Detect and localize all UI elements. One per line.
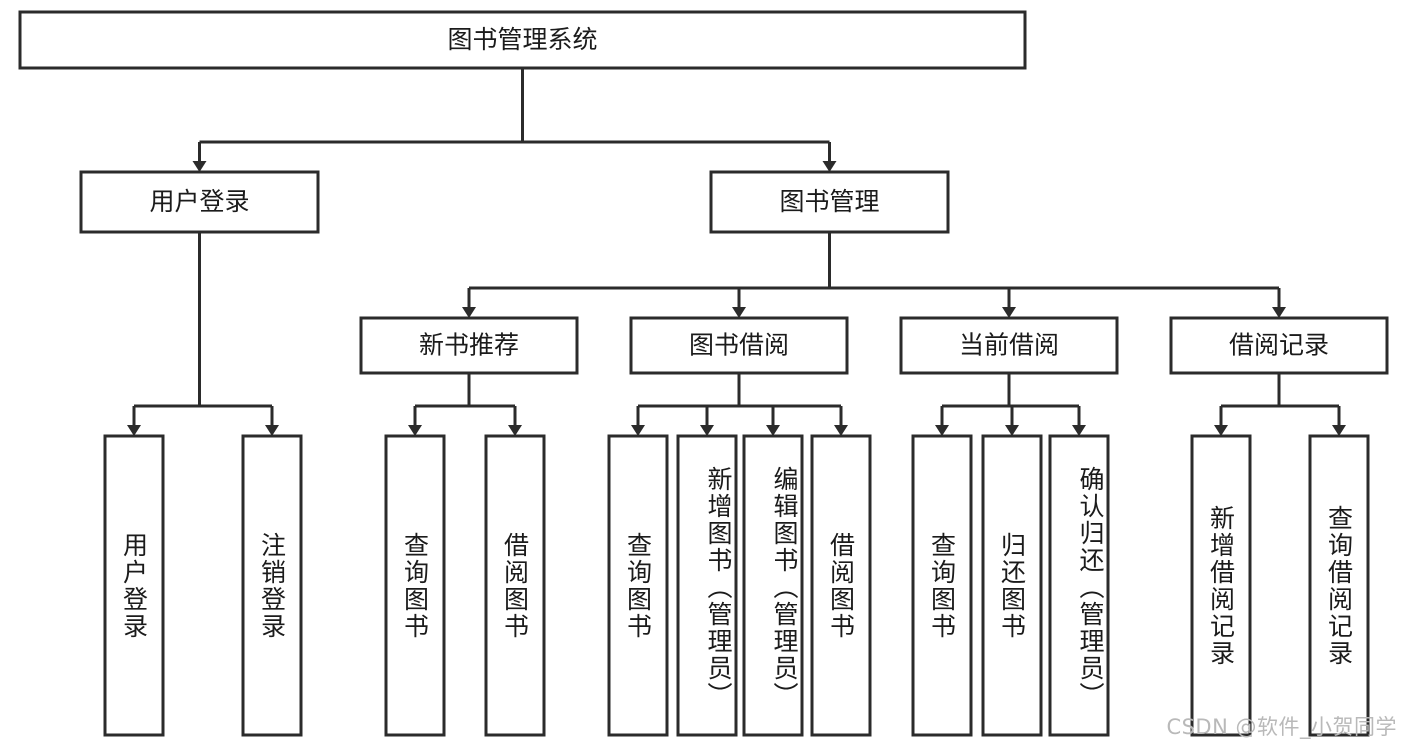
node-leaf-query-book-cur[interactable]	[911, 434, 973, 737]
node-book-manage-box[interactable]	[709, 170, 950, 234]
node-leaf-query-borrow-record[interactable]	[1308, 434, 1370, 737]
arrow-icon-book-borrow-1	[700, 425, 714, 436]
arrow-icon-current-borrow-1	[1005, 425, 1019, 436]
node-leaf-query-borrow-record-box[interactable]	[1308, 434, 1370, 737]
arrow-icon-book-manage-1	[732, 307, 746, 318]
node-leaf-edit-book-admin[interactable]	[742, 434, 804, 737]
arrow-icon-book-manage-0	[462, 307, 476, 318]
node-book-manage[interactable]: 图书管理	[709, 170, 950, 234]
arrow-icon-borrow-record-0	[1214, 425, 1228, 436]
node-leaf-add-borrow-record[interactable]	[1190, 434, 1252, 737]
arrow-icon-root-1	[822, 161, 837, 172]
node-borrow-record-box[interactable]	[1169, 316, 1389, 375]
arrow-icon-book-borrow-3	[834, 425, 848, 436]
node-user-login-box[interactable]	[79, 170, 320, 234]
node-leaf-user-logout-box[interactable]	[241, 434, 303, 737]
edge-group-book-borrow	[631, 373, 848, 436]
arrow-icon-user-login-1	[265, 425, 279, 436]
node-current-borrow-label: 当前借阅	[959, 331, 1059, 360]
node-root[interactable]: 图书管理系统	[18, 10, 1027, 70]
node-new-book-rec-box[interactable]	[359, 316, 579, 375]
node-borrow-record[interactable]: 借阅记录	[1169, 316, 1389, 375]
arrow-icon-book-borrow-2	[766, 425, 780, 436]
node-root-label: 图书管理系统	[447, 25, 597, 54]
node-book-borrow[interactable]: 图书借阅	[629, 316, 849, 375]
arrow-icon-book-borrow-0	[631, 425, 645, 436]
arrow-icon-user-login-0	[127, 425, 141, 436]
node-new-book-rec[interactable]: 新书推荐	[359, 316, 579, 375]
node-leaf-query-book-rec[interactable]	[384, 434, 446, 737]
node-leaf-edit-book-admin-box[interactable]	[742, 434, 804, 737]
node-leaf-borrow-book-rec-box[interactable]	[484, 434, 546, 737]
edge-group-new-book-rec	[408, 373, 522, 436]
node-leaf-add-borrow-record-box[interactable]	[1190, 434, 1252, 737]
arrow-icon-root-0	[192, 161, 207, 172]
node-leaf-borrow-book-box[interactable]	[810, 434, 872, 737]
node-leaf-borrow-book-rec[interactable]	[484, 434, 546, 737]
node-leaf-return-book[interactable]	[981, 434, 1043, 737]
watermark-text: CSDN @软件_小贺同学	[1166, 715, 1397, 739]
arrow-icon-current-borrow-0	[935, 425, 949, 436]
node-user-login[interactable]: 用户登录	[79, 170, 320, 234]
arrow-icon-borrow-record-1	[1332, 425, 1346, 436]
edge-group-borrow-record	[1214, 373, 1346, 436]
arrow-icon-current-borrow-2	[1072, 425, 1086, 436]
node-leaf-add-book-admin-box[interactable]	[676, 434, 738, 737]
node-leaf-query-book-cur-box[interactable]	[911, 434, 973, 737]
node-book-borrow-label: 图书借阅	[689, 331, 789, 360]
node-new-book-rec-label: 新书推荐	[419, 331, 519, 360]
edge-group-root	[192, 68, 837, 172]
node-book-manage-label: 图书管理	[779, 187, 879, 216]
node-leaf-confirm-return-admin-box[interactable]	[1048, 434, 1110, 737]
node-leaf-user-logout[interactable]	[241, 434, 303, 737]
arrow-icon-book-manage-3	[1272, 307, 1286, 318]
edge-group-user-login	[127, 232, 279, 436]
arrow-icon-new-book-rec-0	[408, 425, 422, 436]
node-leaf-query-book-rec-box[interactable]	[384, 434, 446, 737]
node-leaf-query-book-borrow-box[interactable]	[607, 434, 669, 737]
node-book-borrow-box[interactable]	[629, 316, 849, 375]
node-root-box[interactable]	[18, 10, 1027, 70]
edge-group-current-borrow	[935, 373, 1086, 436]
node-leaf-user-login-box[interactable]	[103, 434, 165, 737]
node-current-borrow[interactable]: 当前借阅	[899, 316, 1119, 375]
node-leaf-add-book-admin[interactable]	[676, 434, 738, 737]
node-leaf-borrow-book[interactable]	[810, 434, 872, 737]
edges-layer	[127, 68, 1346, 436]
edge-group-book-manage	[462, 232, 1286, 318]
node-leaf-query-book-borrow[interactable]	[607, 434, 669, 737]
node-current-borrow-box[interactable]	[899, 316, 1119, 375]
arrow-icon-new-book-rec-1	[508, 425, 522, 436]
node-user-login-label: 用户登录	[149, 187, 249, 216]
node-leaf-return-book-box[interactable]	[981, 434, 1043, 737]
arrow-icon-book-manage-2	[1002, 307, 1016, 318]
node-leaf-confirm-return-admin[interactable]	[1048, 434, 1110, 737]
node-borrow-record-label: 借阅记录	[1229, 331, 1329, 360]
node-leaf-user-login[interactable]	[103, 434, 165, 737]
